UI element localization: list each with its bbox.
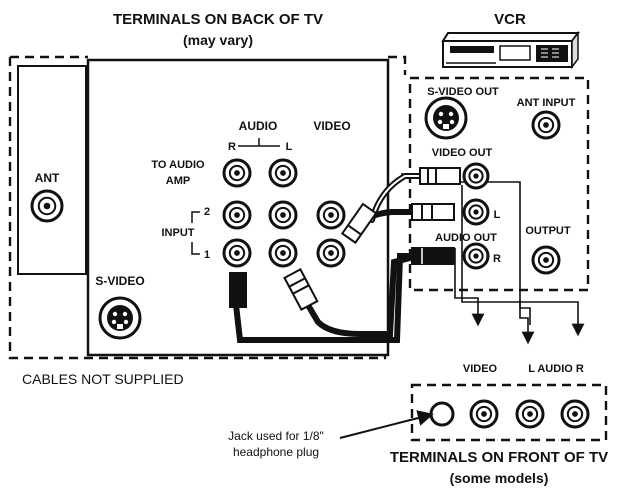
audio-r-label: R <box>228 141 236 153</box>
vcr-l-label: L <box>494 209 501 221</box>
vcr-ant-input-label: ANT INPUT <box>517 97 576 109</box>
back-terminals-subtitle: (may vary) <box>183 32 253 48</box>
cables-not-supplied: CABLES NOT SUPPLIED <box>22 371 184 387</box>
input1-audio-l-jack[interactable] <box>268 238 298 268</box>
vcr-s-video-out-label: S-VIDEO OUT <box>427 86 499 98</box>
front-terminals-subtitle: (some models) <box>450 470 549 486</box>
cable-vcr-audio-r-to-front[interactable] <box>233 253 415 343</box>
audio-l-label: L <box>286 141 293 153</box>
amp-label: AMP <box>166 175 190 187</box>
audio-amp-r-jack[interactable] <box>222 158 252 188</box>
tv-s-video-jack[interactable] <box>98 296 142 340</box>
cable-video-lower[interactable] <box>302 255 413 337</box>
vcr-audio-out-label: AUDIO OUT <box>435 232 497 244</box>
vcr-ant-input-jack[interactable] <box>531 110 561 140</box>
s-video-label: S-VIDEO <box>95 274 144 288</box>
input2-audio-l-jack[interactable] <box>268 200 298 230</box>
audio-bracket <box>191 138 280 255</box>
jack-note-line1: Jack used for 1/8" <box>228 429 324 443</box>
front-audio-l-jack[interactable] <box>515 399 545 429</box>
plug-audio-tv-input1 <box>229 272 247 308</box>
back-terminals-title: TERMINALS ON BACK OF TV <box>113 11 323 28</box>
vcr-video-out-label: VIDEO OUT <box>432 147 493 159</box>
front-audio-label: L AUDIO R <box>528 363 584 375</box>
vcr-title: VCR <box>494 11 526 28</box>
input-label: INPUT <box>162 227 195 239</box>
input1-video-jack[interactable] <box>316 238 346 268</box>
ant-jack[interactable] <box>30 189 64 223</box>
input1-audio-r-jack[interactable] <box>222 238 252 268</box>
front-audio-r-jack[interactable] <box>560 399 590 429</box>
audio-amp-l-jack[interactable] <box>268 158 298 188</box>
front-video-jack[interactable] <box>469 399 499 429</box>
headphone-jack[interactable] <box>429 401 455 427</box>
plug-video-vcr <box>419 167 461 185</box>
vcr-device <box>441 30 580 70</box>
front-video-label: VIDEO <box>463 363 498 375</box>
ant-label: ANT <box>35 171 60 185</box>
plug-video-tv-input1 <box>283 268 319 312</box>
vcr-s-video-out-jack[interactable] <box>424 96 468 140</box>
vcr-output-label: OUTPUT <box>525 225 571 237</box>
plug-audio-l-vcr <box>411 203 455 221</box>
to-audio-amp-label: TO AUDIO <box>151 159 205 171</box>
input-1-label: 1 <box>204 249 210 261</box>
jack-pointer <box>339 410 434 439</box>
vcr-output-jack[interactable] <box>531 245 561 275</box>
vcr-audio-l-jack[interactable] <box>462 198 490 226</box>
vcr-video-out-jack[interactable] <box>462 162 490 190</box>
jacks-group <box>30 96 590 429</box>
input2-video-jack[interactable] <box>316 200 346 230</box>
input-2-label: 2 <box>204 206 210 218</box>
plug-video-tv-diag <box>340 202 378 245</box>
front-terminals-title: TERMINALS ON FRONT OF TV <box>390 449 608 466</box>
vcr-r-label: R <box>493 253 501 265</box>
video-header: VIDEO <box>313 119 350 133</box>
vcr-audio-r-jack[interactable] <box>462 242 490 270</box>
front-terminal-box <box>410 383 608 442</box>
plug-audio-r-vcr <box>411 247 455 265</box>
ant-panel <box>17 65 87 275</box>
jack-note-line2: headphone plug <box>233 445 319 459</box>
audio-header: AUDIO <box>239 119 278 133</box>
input2-audio-r-jack[interactable] <box>222 200 252 230</box>
